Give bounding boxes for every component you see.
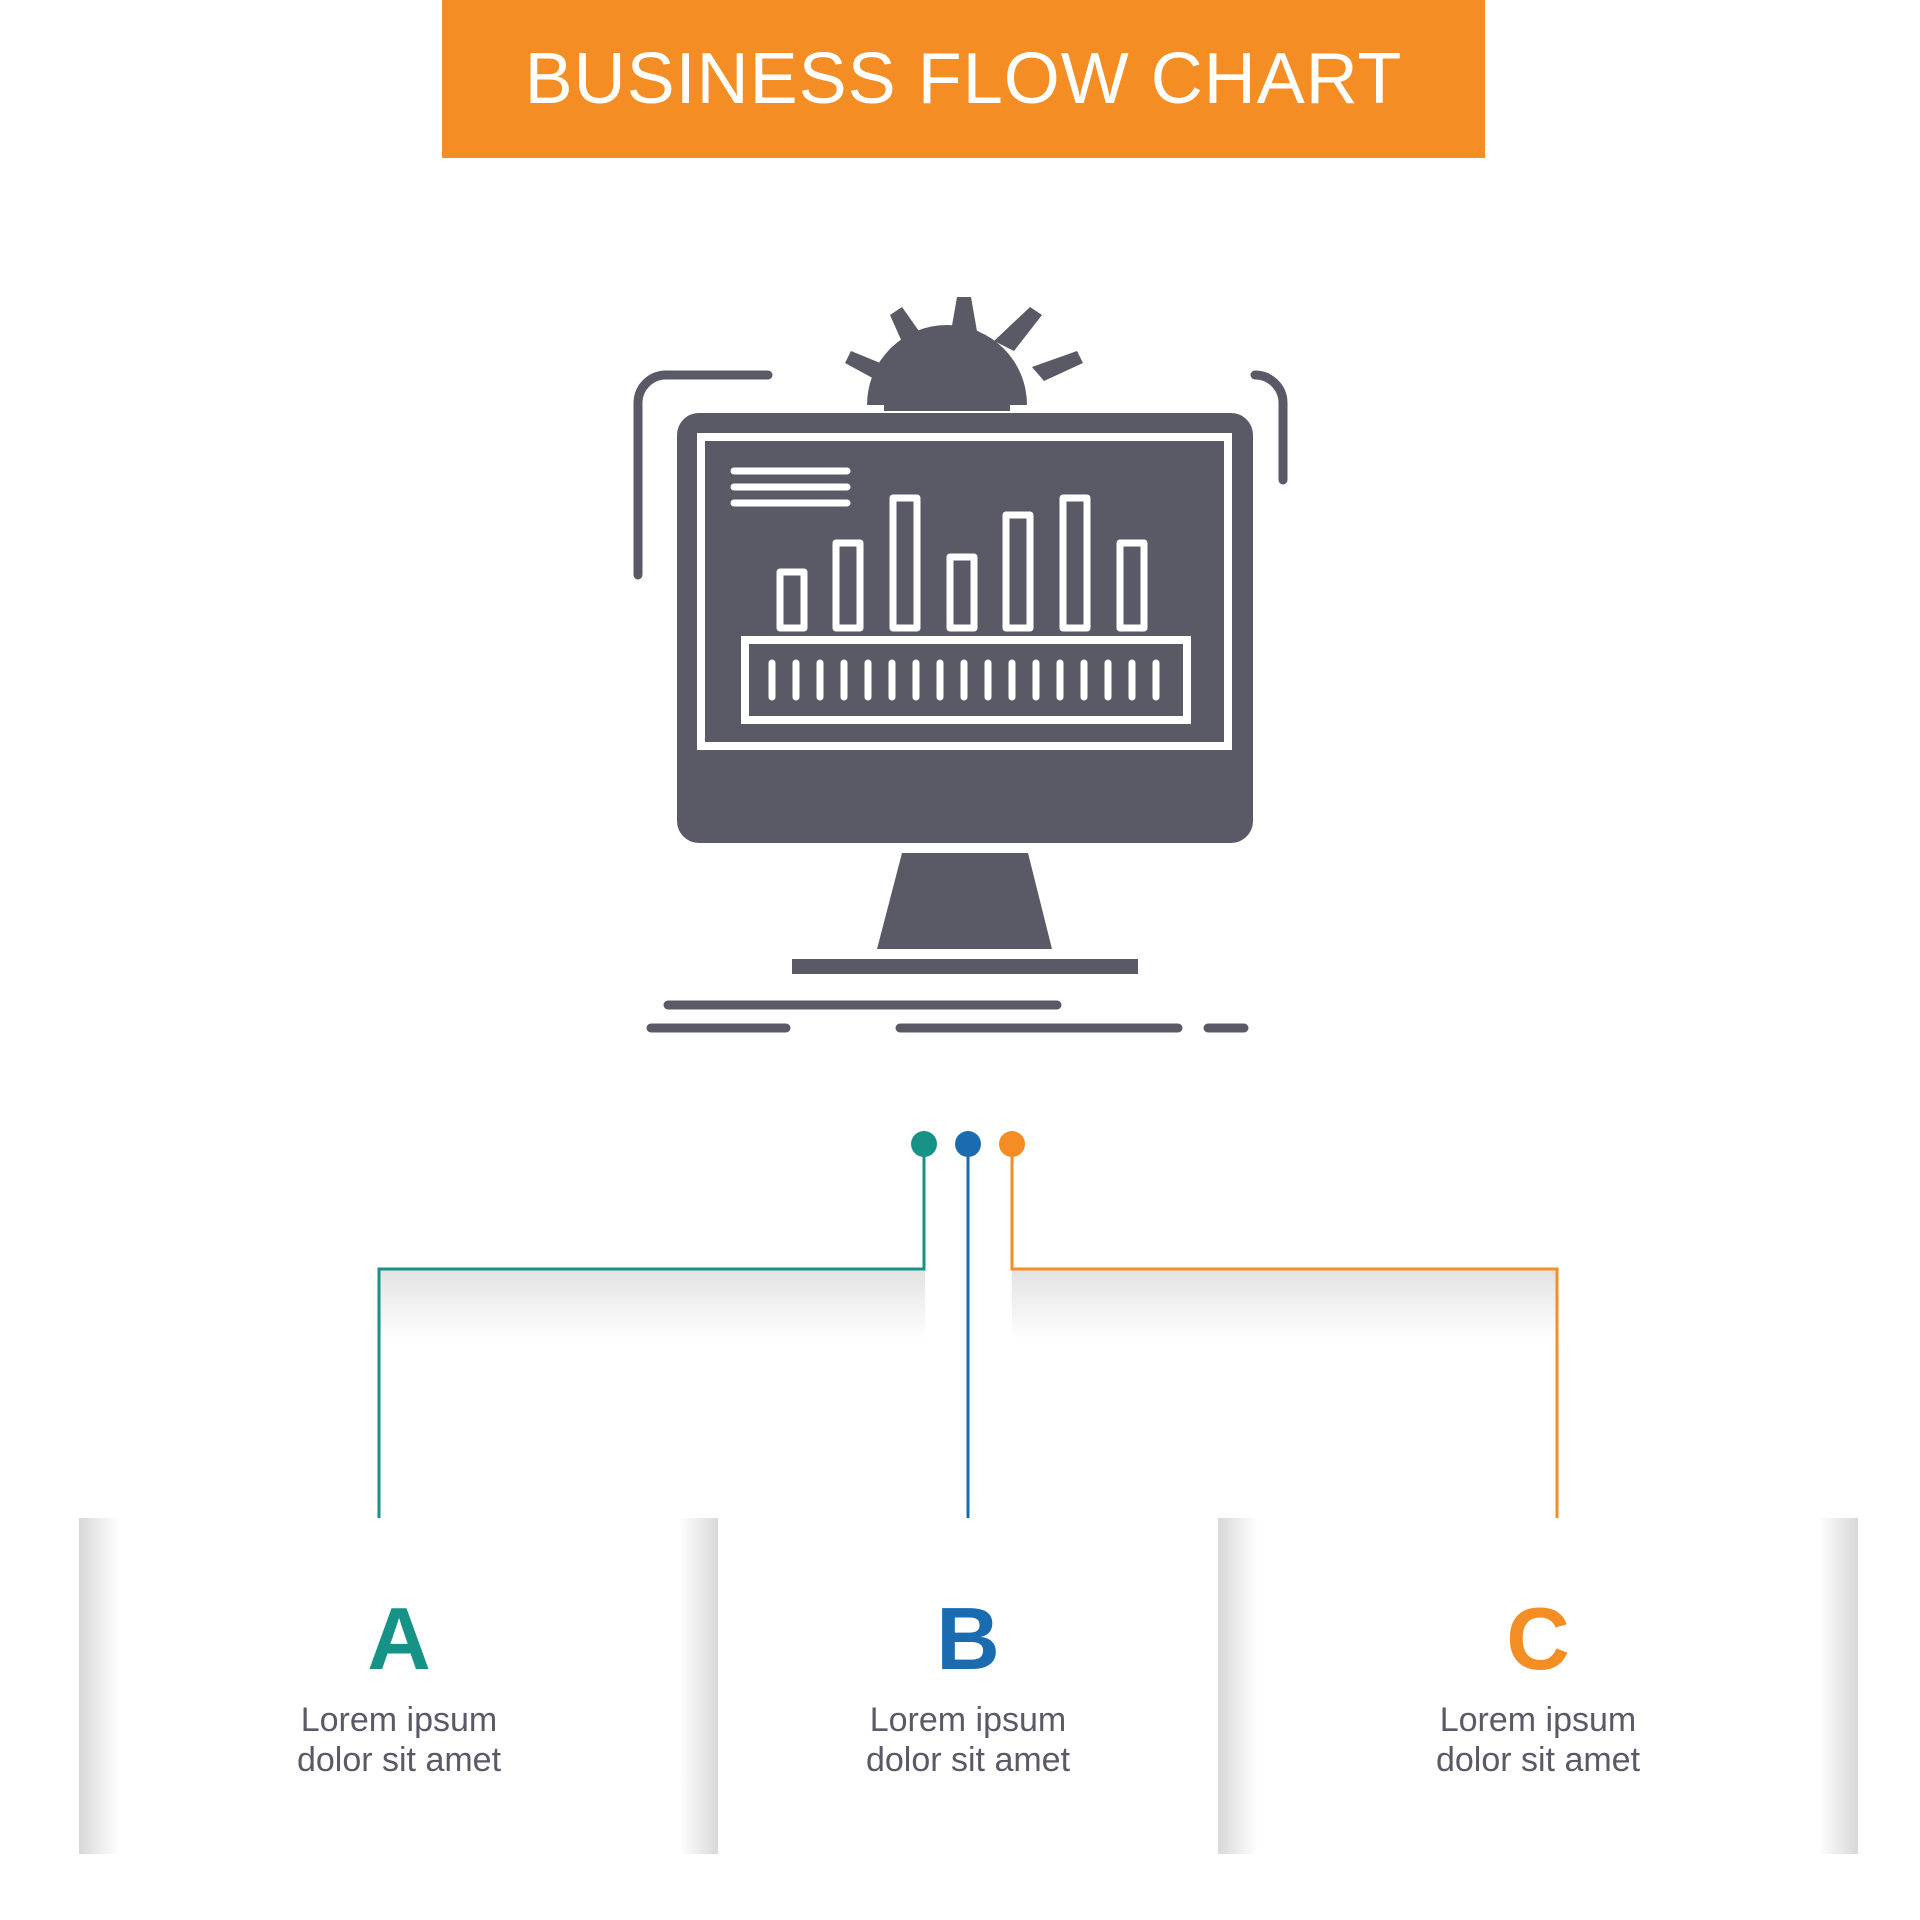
node-dot-b [955, 1131, 981, 1157]
step-description-b: Lorem ipsum dolor sit amet [718, 1700, 1218, 1780]
step-card-a: A Lorem ipsum dolor sit amet [79, 1518, 719, 1854]
step-letter-b: B [936, 1589, 1000, 1688]
step-card-b: B Lorem ipsum dolor sit amet [718, 1518, 1218, 1854]
title-banner: BUSINESS FLOW CHART [442, 0, 1485, 158]
step-card-c: C Lorem ipsum dolor sit amet [1218, 1518, 1858, 1854]
connector-a [377, 1145, 926, 1538]
step-letter-a: A [367, 1589, 431, 1688]
step-text-a-line1: Lorem ipsum [300, 1701, 498, 1739]
step-text-c-line1: Lorem ipsum [1439, 1701, 1637, 1739]
step-text-b-line2: dolor sit amet [865, 1741, 1071, 1779]
node-dot-a [911, 1131, 937, 1157]
step-text-a-line2: dolor sit amet [296, 1741, 502, 1779]
connector-shade-right [1012, 1270, 1558, 1340]
step-description-a: Lorem ipsum dolor sit amet [79, 1700, 719, 1780]
connector-shade-left [379, 1270, 925, 1340]
step-text-b-line1: Lorem ipsum [869, 1701, 1067, 1739]
step-letter-c: C [1506, 1589, 1570, 1688]
step-description-c: Lorem ipsum dolor sit amet [1218, 1700, 1858, 1780]
node-dot-c [999, 1131, 1025, 1157]
step-text-c-line2: dolor sit amet [1435, 1741, 1641, 1779]
monitor-dashboard-icon [633, 297, 1288, 1033]
page-title: BUSINESS FLOW CHART [524, 39, 1403, 119]
connector-c [1010, 1145, 1559, 1538]
